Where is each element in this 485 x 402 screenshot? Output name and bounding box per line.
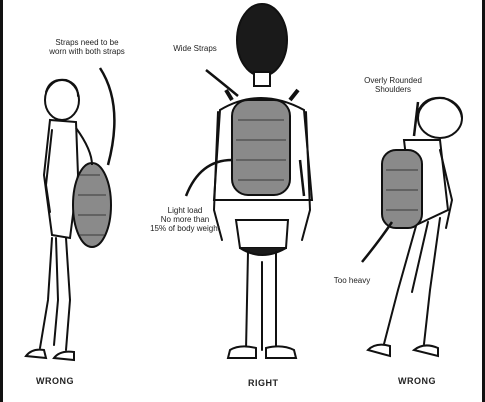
image-frame xyxy=(0,0,485,402)
backpack-posture-diagram: Straps need to be worn with both straps … xyxy=(0,0,485,402)
